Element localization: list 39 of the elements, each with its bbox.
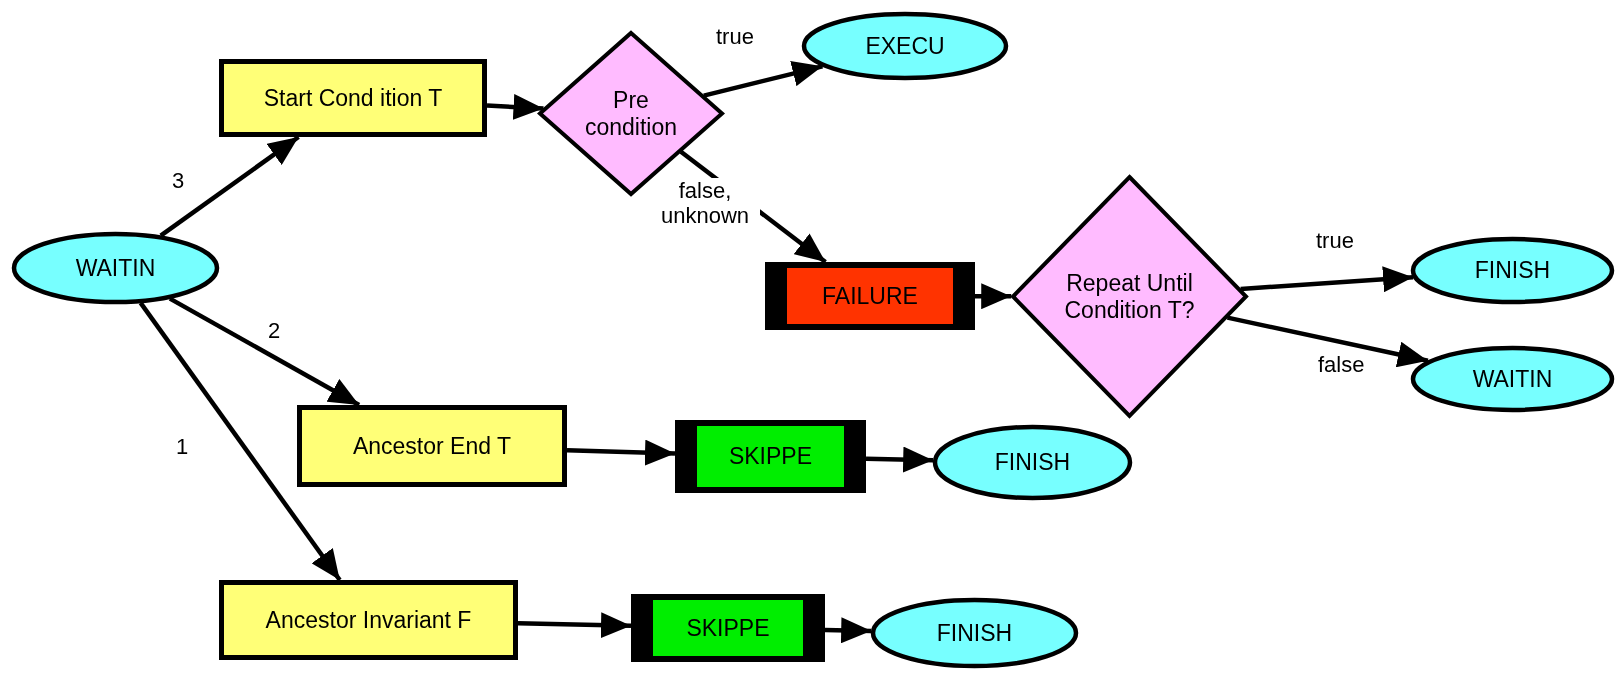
state-ellipse [1411,346,1614,412]
result-box [675,420,866,493]
state-ellipse [871,598,1078,668]
condition-box [219,59,487,137]
node-label: Pre condition [583,87,679,140]
node-label: FINISH [994,449,1071,476]
arrow [1240,266,1414,293]
arrow [566,439,676,466]
state-ellipse [12,232,219,304]
arrow [1226,315,1429,368]
decision-diamond [1011,175,1248,418]
state-ellipse [802,12,1008,80]
node-label: EXECU [865,32,945,60]
node-label: SKIPPE [686,614,770,642]
result-box [765,262,975,330]
arrow [138,301,342,582]
node-label: FINISH [936,619,1013,647]
arrow [824,617,872,644]
node-label: WAITIN [1472,365,1553,393]
condition-box [219,580,518,660]
arrow [168,296,361,407]
node-label: SKIPPE [728,443,813,470]
node-label: Ancestor End T [352,432,512,460]
node-label: FINISH [1474,257,1551,284]
result-box [631,594,825,662]
arrow [703,60,823,98]
node-label: Ancestor Invariant F [265,606,472,634]
condition-box [297,405,567,487]
node-label: Repeat Until Condition T? [1064,270,1195,323]
arrow [865,446,934,473]
node-label: WAITIN [75,254,156,282]
arrow [486,93,544,120]
arrow [975,283,1012,310]
state-ellipse [1411,237,1614,304]
arrow [517,612,632,639]
node-label: FAILURE [822,282,918,310]
arrow [159,135,300,238]
node-label: Start Cond ition T [263,84,443,112]
state-ellipse [933,425,1132,500]
